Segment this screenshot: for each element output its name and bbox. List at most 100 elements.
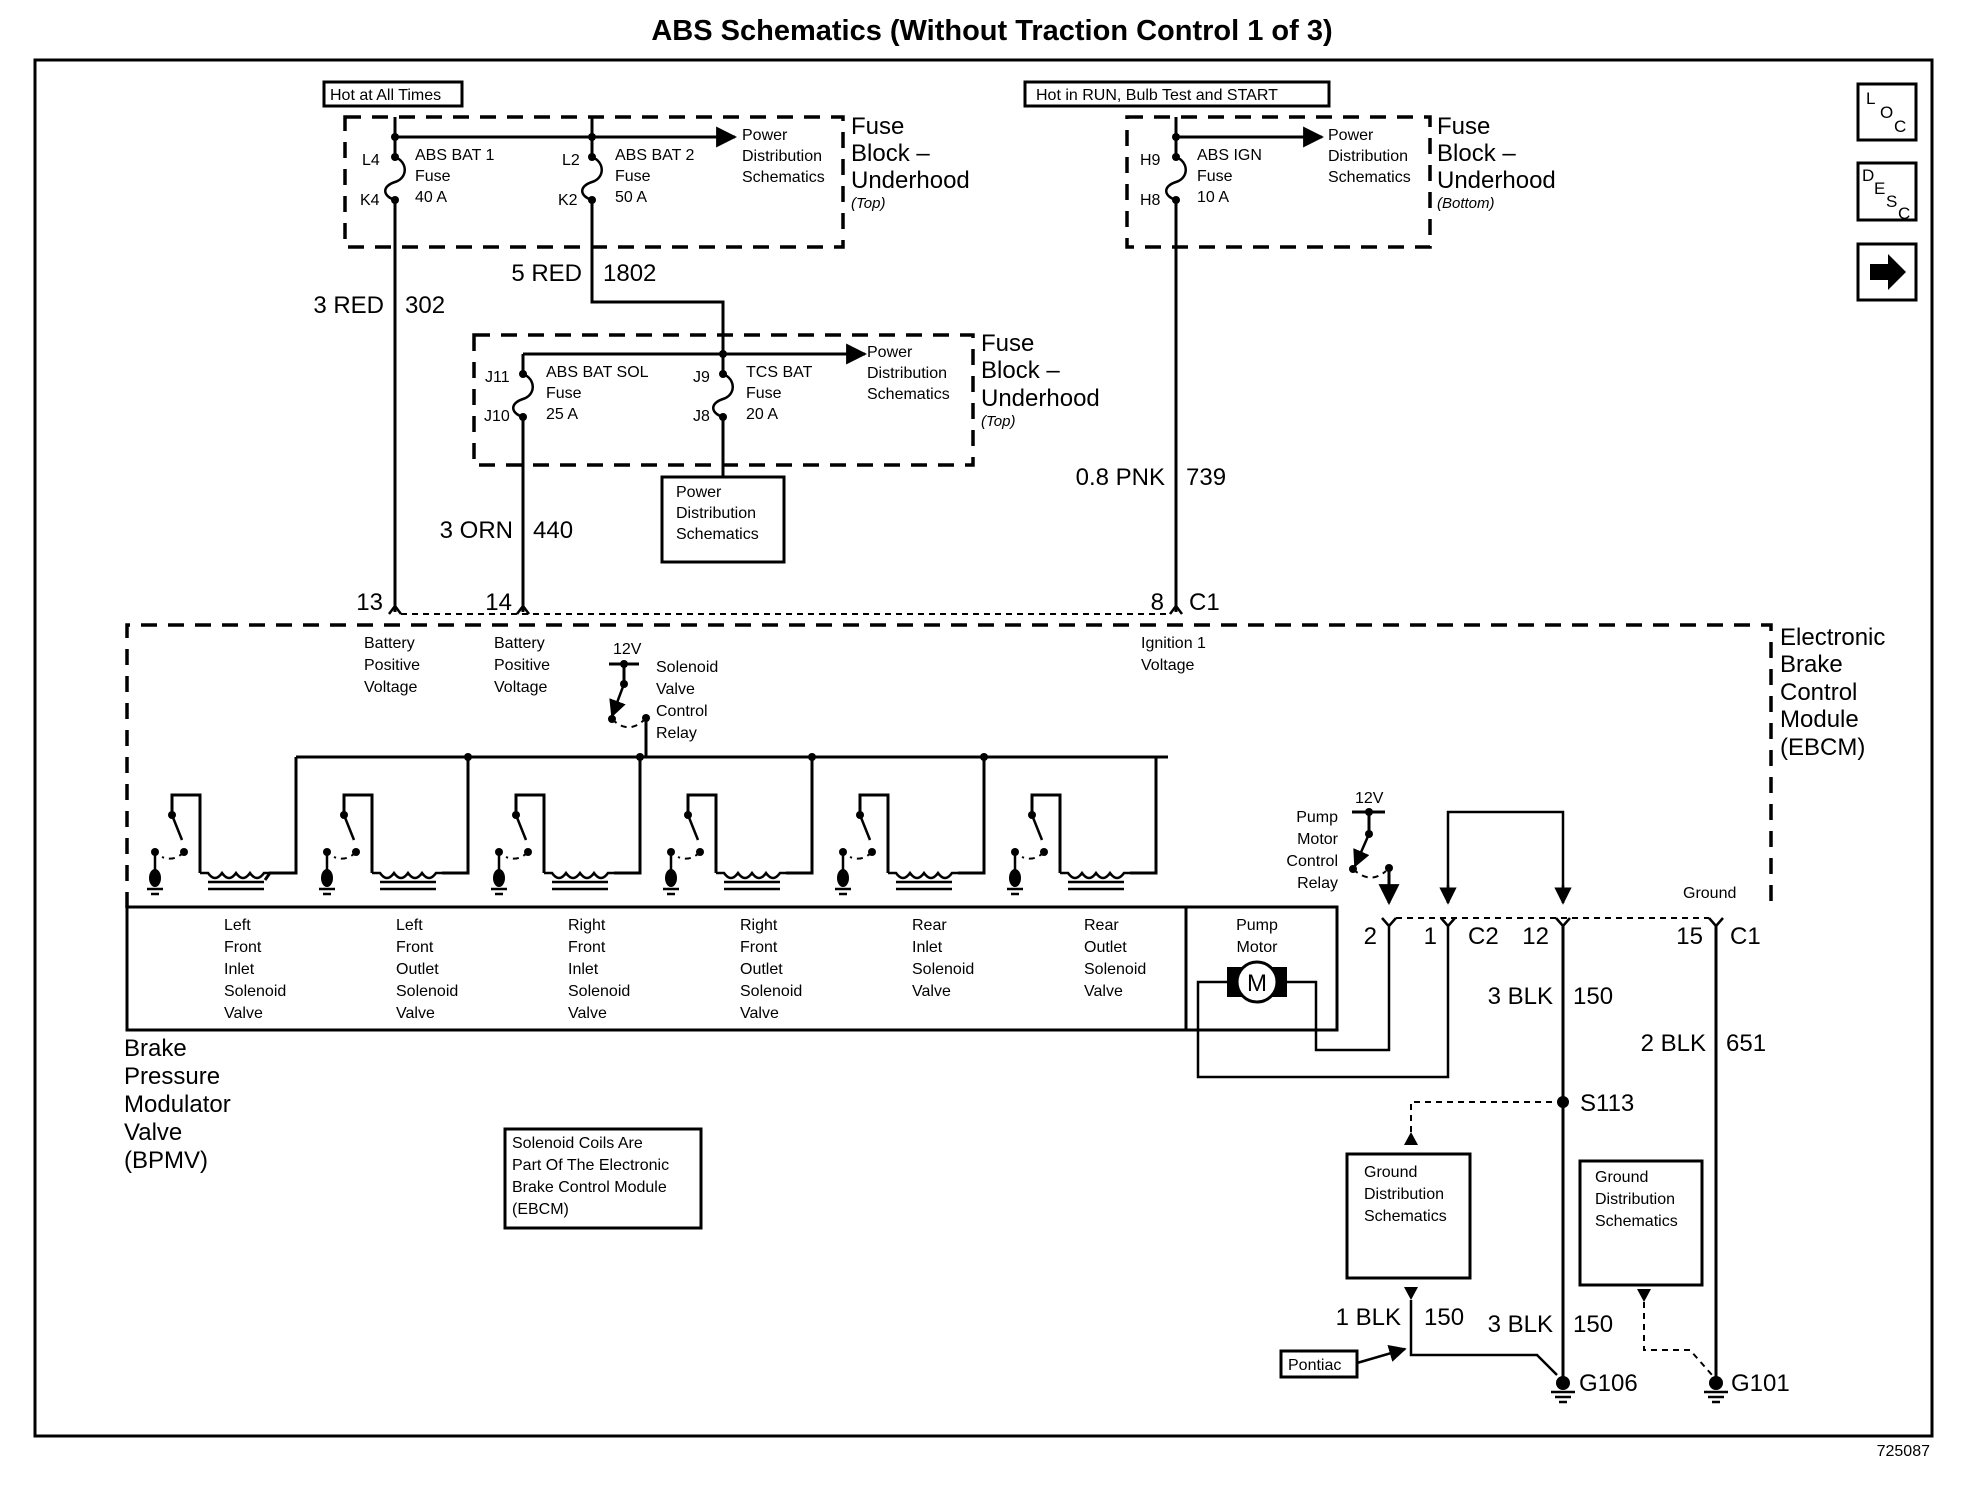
coil-icon [716,870,796,880]
svg-text:Power: Power [742,127,788,144]
svg-text:ABS IGN: ABS IGN [1197,147,1262,164]
fuse-icon [384,155,406,202]
solenoid-valve-driver [663,753,816,896]
svg-text:G106: G106 [1579,1370,1638,1397]
svg-text:E: E [1874,179,1885,198]
next-page-button[interactable] [1856,242,1918,302]
svg-text:Front: Front [396,939,434,956]
fuse-block-underhood-top-2: J11 J10 ABS BAT SOL Fuse 25 A J9 J8 TCS … [472,330,1100,467]
svg-text:1: 1 [1424,923,1437,950]
svg-text:12: 12 [1522,923,1549,950]
ground-distribution-schematics-box-1[interactable]: Ground Distribution Schematics [1345,1152,1472,1280]
svg-text:C1: C1 [1189,589,1220,616]
svg-text:Fuse: Fuse [746,385,782,402]
coil-icon [544,870,624,880]
svg-text:Fuse: Fuse [415,168,451,185]
svg-text:Positive: Positive [494,657,550,674]
svg-text:Part Of The Electronic: Part Of The Electronic [512,1157,669,1174]
svg-text:150: 150 [1424,1304,1464,1331]
svg-text:1802: 1802 [603,260,656,287]
solenoid-valve-control-relay: 12V Solenoid Valve Control Relay [608,641,718,757]
svg-text:C: C [1898,204,1910,223]
svg-text:D: D [1862,166,1874,185]
svg-text:150: 150 [1573,983,1613,1010]
svg-text:302: 302 [405,292,445,319]
figure-id: 725087 [1877,1443,1930,1460]
svg-text:Voltage: Voltage [1141,657,1194,674]
power-distribution-schematics-box[interactable]: Power Distribution Schematics [660,417,786,564]
power-distribution-ref-link[interactable]: Power Distribution Schematics [867,344,950,403]
svg-text:M: M [1247,970,1267,997]
fuse-icon [512,372,534,419]
ebcm-connector-bottom: 2 1 C2 12 15 C1 [1364,917,1761,950]
coil-icon [200,870,280,880]
svg-text:Relay: Relay [656,725,697,742]
svg-text:Control: Control [1780,679,1857,706]
svg-text:Power: Power [1328,127,1374,144]
svg-text:40 A: 40 A [415,189,447,206]
svg-text:Control: Control [1286,853,1338,870]
solenoid-valve-driver [319,753,472,896]
svg-text:Valve: Valve [568,1005,607,1022]
arrow-up-icon [1404,1132,1418,1145]
ebcm-connector-top: 13 14 8 C1 [356,589,1219,616]
svg-text:Schematics: Schematics [1364,1208,1447,1225]
svg-text:Module: Module [1780,706,1859,733]
svg-text:C1: C1 [1730,923,1761,950]
svg-text:Outlet: Outlet [1084,939,1127,956]
svg-text:Inlet: Inlet [224,961,255,978]
svg-text:Pump: Pump [1296,809,1338,826]
ebcm-module: Electronic Brake Control Module (EBCM) B… [125,623,1885,908]
svg-text:Solenoid: Solenoid [740,983,802,1000]
solenoid-valve-driver [835,753,988,896]
svg-text:Distribution: Distribution [867,365,947,382]
svg-text:12V: 12V [613,641,642,658]
solenoid-valve-driver [491,753,644,896]
desc-button[interactable]: D E S C [1856,161,1918,223]
svg-text:Distribution: Distribution [676,505,756,522]
svg-text:Fuse: Fuse [615,168,651,185]
svg-text:Fuse: Fuse [1197,168,1233,185]
svg-text:ABS BAT SOL: ABS BAT SOL [546,364,649,381]
pump-wire-2 [1196,926,1450,1079]
diagram-frame [33,58,1934,1438]
svg-text:13: 13 [356,589,383,616]
svg-text:Valve: Valve [912,983,951,1000]
svg-text:1 BLK: 1 BLK [1336,1304,1401,1331]
svg-text:Distribution: Distribution [1328,148,1408,165]
splice-s113: S113 [1557,1090,1634,1117]
svg-text:Front: Front [224,939,262,956]
svg-text:(Top): (Top) [851,195,885,212]
svg-text:3 ORN: 3 ORN [440,517,513,544]
svg-text:J11: J11 [485,369,510,386]
loc-button[interactable]: L O C [1856,82,1918,142]
svg-text:S113: S113 [1580,1090,1634,1117]
svg-text:Right: Right [568,917,606,934]
ground-distribution-schematics-box-2[interactable]: Ground Distribution Schematics [1578,1159,1704,1287]
hot-at-all-times-label: Hot at All Times [322,80,464,108]
svg-text:150: 150 [1573,1311,1613,1338]
svg-text:Hot at All Times: Hot at All Times [330,87,441,104]
svg-text:Pressure: Pressure [124,1063,220,1090]
power-distribution-ref-link[interactable]: Power Distribution Schematics [1328,127,1411,186]
pump-wire-1 [1287,926,1391,1052]
svg-text:Outlet: Outlet [740,961,783,978]
svg-text:ABS BAT 1: ABS BAT 1 [415,147,495,164]
svg-text:Battery: Battery [494,635,545,652]
svg-text:TCS BAT: TCS BAT [746,364,813,381]
svg-text:Block –: Block – [1437,140,1516,167]
fuse-icon [1165,155,1187,202]
svg-text:Outlet: Outlet [396,961,439,978]
svg-text:(Top): (Top) [981,413,1015,430]
solenoid-coils-note: Solenoid Coils Are Part Of The Electroni… [503,1127,703,1230]
svg-text:3 BLK: 3 BLK [1488,983,1553,1010]
power-distribution-ref-link[interactable]: Power Distribution Schematics [742,127,825,186]
svg-text:Ignition 1: Ignition 1 [1141,635,1206,652]
svg-text:Inlet: Inlet [912,939,943,956]
ground-g101: G101 [1704,1370,1790,1404]
svg-text:3 RED: 3 RED [313,292,384,319]
